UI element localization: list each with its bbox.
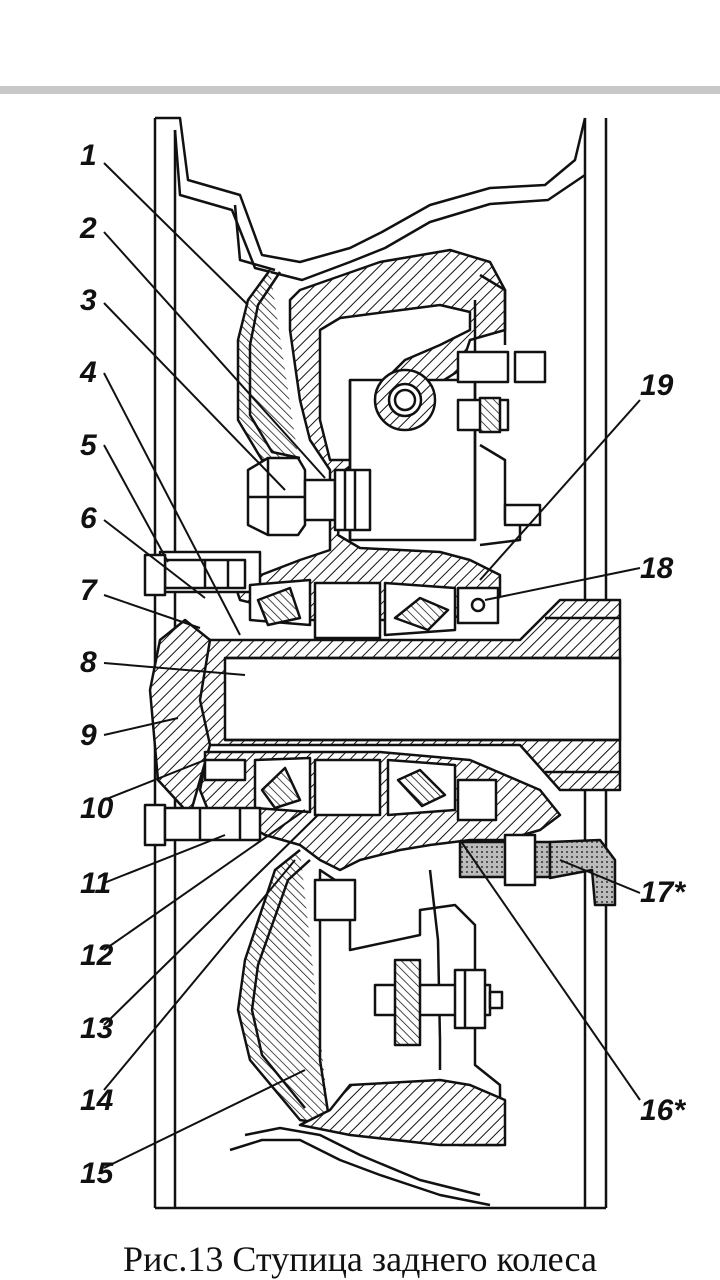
callout-label: 11 [80,867,111,900]
callout-label: 4 [79,356,97,389]
brake-drum-lower [298,1078,507,1147]
breather-elbow [548,838,617,907]
callout-label: 12 [80,939,114,972]
figure-caption: Рис.13 Ступица заднего колеса [123,1239,597,1279]
callout-label: 2 [79,212,97,245]
callout-label: 13 [80,1012,114,1045]
wheel-disc-lower [236,849,331,1127]
bearing-spacer-upper [313,581,382,640]
callout-labels: 1 2 3 4 5 6 7 8 9 10 11 12 13 14 15 16* … [79,139,686,1190]
callout-label: 19 [640,369,674,402]
callout-label: 15 [80,1157,115,1190]
callout-label: 7 [80,574,98,607]
callout-label: 9 [80,719,97,752]
callout-label: 1 [80,139,97,172]
callout-label: 10 [80,792,114,825]
wheel-stud-head [333,468,372,532]
rim-lower-profile [229,1138,491,1207]
callout-label: 18 [640,552,674,585]
callout-label: 5 [80,429,98,462]
callout-label: 16* [640,1094,686,1127]
callout-leaders [103,162,641,1169]
oil-seal-upper [456,586,500,625]
rim-upper-profile [155,116,587,264]
top-divider-bar [0,86,720,94]
callout-label: 3 [80,284,97,317]
bearing-spacer-lower [313,758,382,817]
callout-label: 6 [80,502,97,535]
flange-bolt-lower [163,806,262,842]
oil-seal-lower [456,778,498,822]
callout-label: 8 [80,646,97,679]
callout-label: 14 [80,1084,114,1117]
callout-label: 17* [640,876,686,909]
